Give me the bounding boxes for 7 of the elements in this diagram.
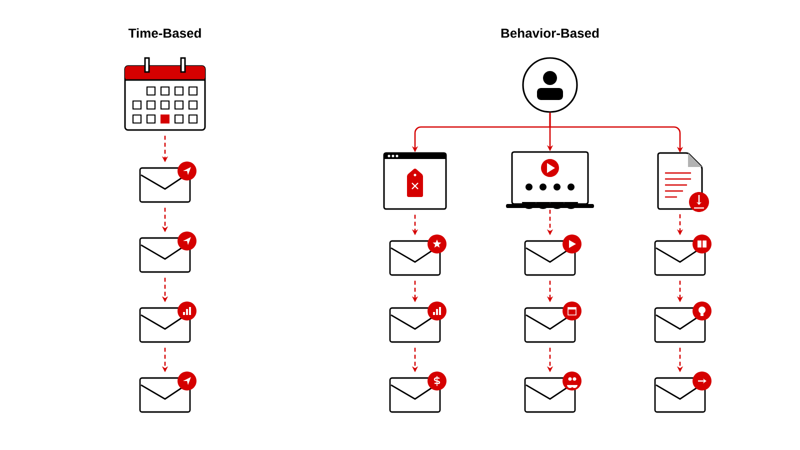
calendar-icon: [124, 57, 206, 131]
heading: Behavior-Based: [501, 28, 599, 38]
document-icon: [657, 152, 709, 212]
laptop-icon: [506, 151, 594, 209]
heading: Time-Based: [128, 28, 201, 38]
user-icon: [522, 57, 578, 113]
browser-icon: [383, 152, 447, 210]
